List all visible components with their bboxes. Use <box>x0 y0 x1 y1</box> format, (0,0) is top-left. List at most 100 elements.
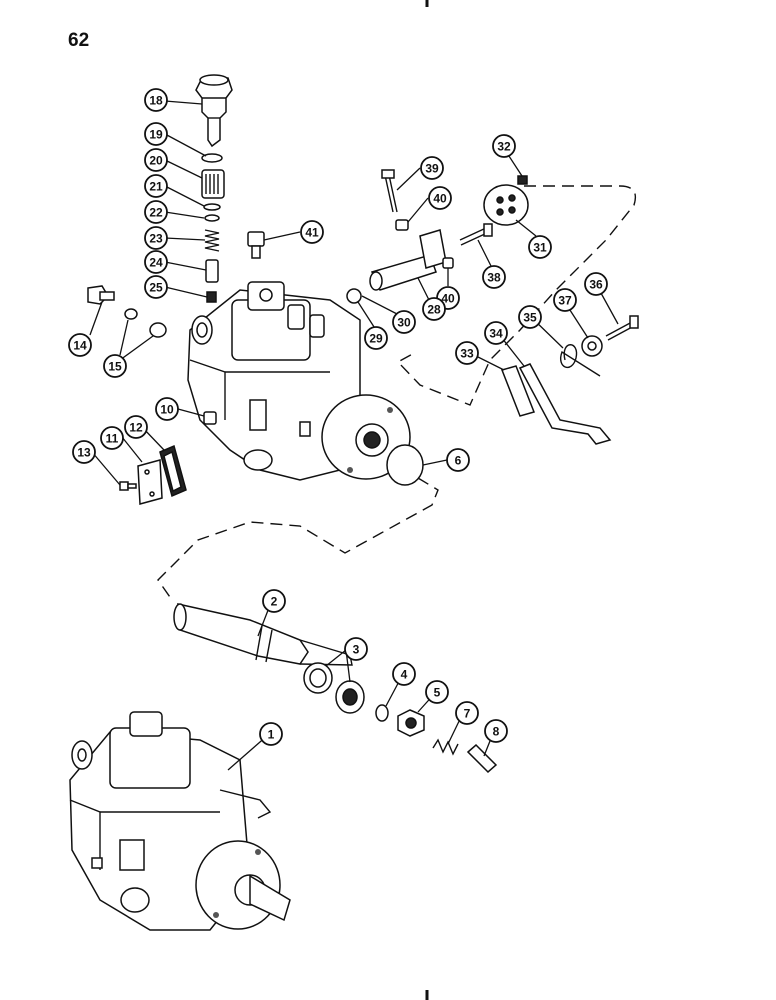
callout-12: 12 <box>124 415 148 439</box>
cover-plate-11 <box>137 459 163 505</box>
callout-14: 14 <box>68 333 92 357</box>
callout-30: 30 <box>392 310 416 334</box>
callout-1: 1 <box>259 722 283 746</box>
callout-label: 32 <box>497 140 511 154</box>
callout-label: 8 <box>493 725 500 739</box>
callout-circle <box>455 341 479 365</box>
callout-circle <box>364 326 388 350</box>
callout-label: 30 <box>397 316 411 330</box>
assembly-line-shaft <box>157 477 439 601</box>
throttle-lever-hub-31 <box>483 184 529 226</box>
callout-4: 4 <box>392 662 416 686</box>
callout-label: 18 <box>149 94 163 108</box>
callout-circle <box>484 321 508 345</box>
callout-25: 25 <box>144 275 168 299</box>
callout-circle <box>72 440 96 464</box>
callout-label: 6 <box>455 454 462 468</box>
callout-label: 3 <box>353 643 360 657</box>
callout-circle <box>428 186 452 210</box>
bearing-3a <box>303 662 333 694</box>
callout-label: 31 <box>533 241 547 255</box>
callout-label: 36 <box>589 278 603 292</box>
throttle-shaft-28 <box>369 229 447 291</box>
spring-7 <box>432 738 459 756</box>
callout-label: 29 <box>369 332 383 346</box>
delivery-valve-24 <box>205 259 219 283</box>
spring-35 <box>560 344 601 377</box>
pump-housing-exploded <box>187 281 411 481</box>
screw-38 <box>459 223 493 246</box>
gasket-12 <box>159 444 187 498</box>
bearing-3b <box>335 680 365 714</box>
callout-circle <box>68 333 92 357</box>
nut-40b <box>442 257 454 269</box>
snap-ring-4 <box>375 704 389 722</box>
callout-circle <box>262 589 286 613</box>
callout-circle <box>155 397 179 421</box>
callout-label: 25 <box>149 281 163 295</box>
callout-33: 33 <box>455 341 479 365</box>
callout-label: 24 <box>149 256 163 270</box>
callout-circle <box>144 250 168 274</box>
callout-circle <box>518 305 542 329</box>
callout-36: 36 <box>584 272 608 296</box>
callout-circle <box>484 719 508 743</box>
callout-18: 18 <box>144 88 168 112</box>
drive-shaft-2 <box>173 603 353 666</box>
callout-13: 13 <box>72 440 96 464</box>
callout-label: 22 <box>149 206 163 220</box>
callout-label: 28 <box>427 303 441 317</box>
callout-38: 38 <box>482 265 506 289</box>
callout-circle <box>144 174 168 198</box>
callout-circle <box>584 272 608 296</box>
callout-29: 29 <box>364 326 388 350</box>
callout-8: 8 <box>484 719 508 743</box>
callout-label: 39 <box>425 162 439 176</box>
bolt-14 <box>87 285 115 305</box>
washer-29 <box>346 288 362 304</box>
callout-11: 11 <box>100 426 124 450</box>
washer-22 <box>204 214 220 222</box>
callout-circle <box>425 680 449 704</box>
callout-circle <box>446 448 470 472</box>
callout-circle <box>528 235 552 259</box>
callout-label: 40 <box>441 292 455 306</box>
callout-label: 40 <box>433 192 447 206</box>
callout-label: 41 <box>305 226 319 240</box>
callout-label: 15 <box>108 360 122 374</box>
pump-assembly-1 <box>69 711 291 931</box>
callout-group: 1819202122232425141510111213641394040323… <box>68 88 608 746</box>
callout-circle <box>124 415 148 439</box>
callout-circle <box>144 148 168 172</box>
screw-13 <box>119 481 137 491</box>
callout-label: 13 <box>77 446 91 460</box>
fitting-41 <box>247 231 265 259</box>
callout-19: 19 <box>144 122 168 146</box>
callout-circle <box>144 275 168 299</box>
washer-15b <box>149 322 167 338</box>
callout-circle <box>300 220 324 244</box>
callout-label: 35 <box>523 311 537 325</box>
callout-circle <box>344 637 368 661</box>
callout-label: 14 <box>73 339 87 353</box>
callout-22: 22 <box>144 200 168 224</box>
washer-15a <box>124 308 138 320</box>
callout-circle <box>422 297 446 321</box>
callout-41: 41 <box>300 220 324 244</box>
callout-circle <box>492 134 516 158</box>
callout-40a: 40 <box>428 186 452 210</box>
pin-8 <box>466 743 498 774</box>
callout-circle <box>455 701 479 725</box>
callout-2: 2 <box>262 589 286 613</box>
screw-32 <box>517 175 528 185</box>
callout-10: 10 <box>155 397 179 421</box>
callout-circle <box>100 426 124 450</box>
lever-arm-34 <box>518 363 612 445</box>
callout-circle <box>420 156 444 180</box>
callout-28: 28 <box>422 297 446 321</box>
delivery-valve-holder <box>195 74 233 148</box>
callout-32: 32 <box>492 134 516 158</box>
callout-label: 37 <box>558 294 572 308</box>
callout-label: 38 <box>487 271 501 285</box>
